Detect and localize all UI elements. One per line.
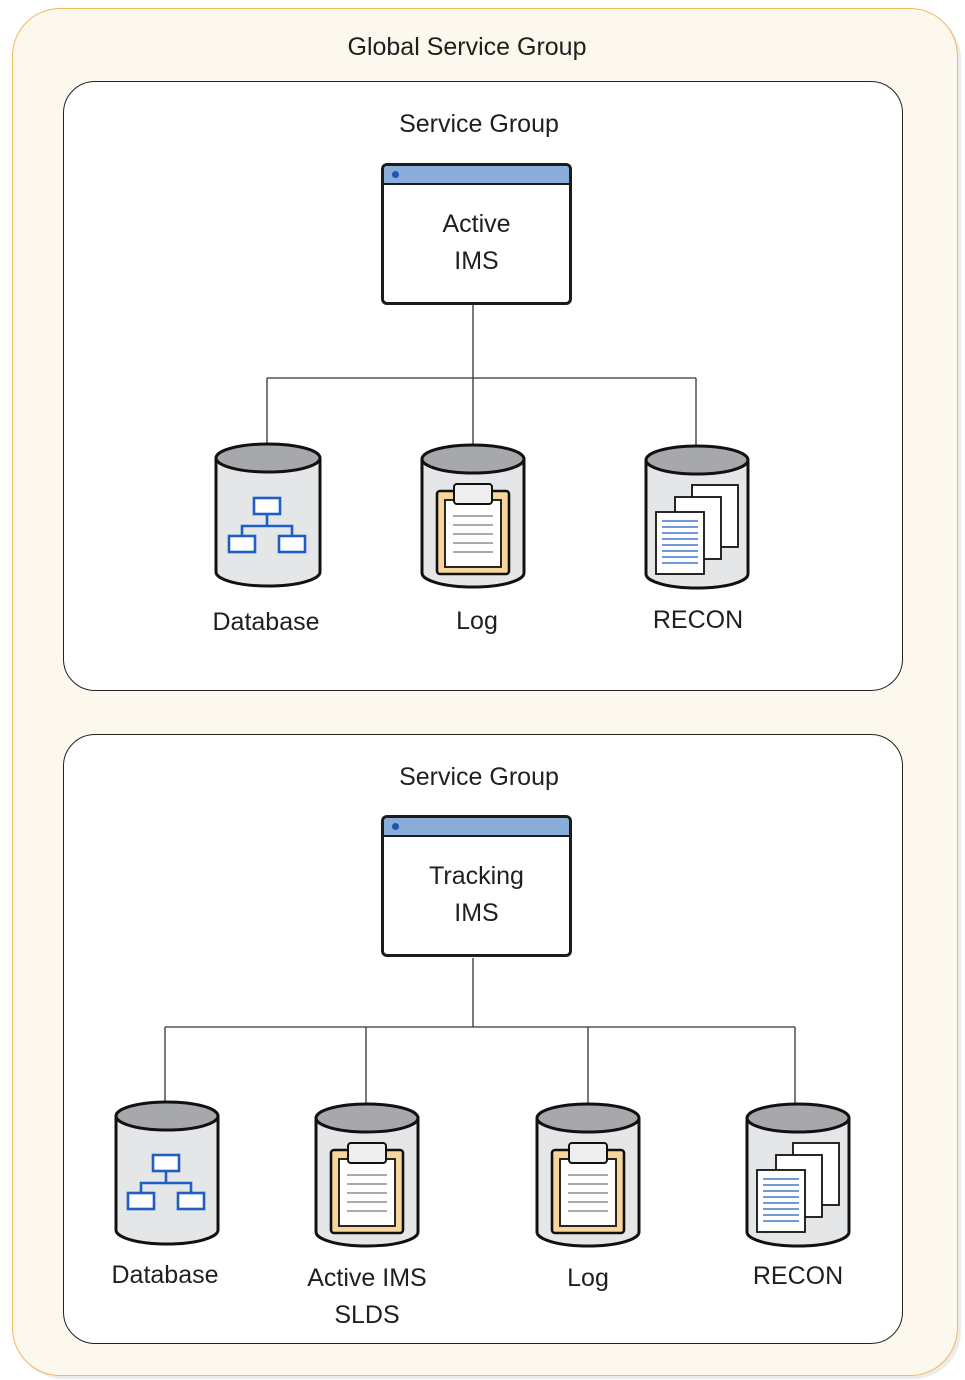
store-label-database: Database: [212, 608, 320, 636]
store-label-slds-line2: SLDS: [334, 1301, 400, 1329]
log-cylinder-icon: [420, 443, 526, 589]
window-titlebar: [384, 818, 569, 837]
database-cylinder-icon: [114, 1100, 220, 1246]
ims-label-line1: Active: [442, 210, 511, 238]
store-label-log: Log: [567, 1264, 609, 1292]
service-group-title: Service Group: [399, 110, 559, 138]
slds-cylinder-icon: [314, 1102, 420, 1248]
tracking-ims-box: Tracking IMS: [381, 815, 572, 957]
ims-label-line2: IMS: [454, 247, 499, 275]
store-label-database: Database: [111, 1261, 219, 1289]
ims-label-line2: IMS: [454, 899, 499, 927]
window-dot-icon: [392, 823, 399, 830]
global-service-group-title: Global Service Group: [347, 33, 587, 61]
window-dot-icon: [392, 171, 399, 178]
window-titlebar: [384, 166, 569, 185]
recon-cylinder-icon: [745, 1102, 851, 1248]
recon-cylinder-icon: [644, 444, 750, 590]
service-group-title: Service Group: [399, 763, 559, 791]
ims-label: Tracking IMS: [384, 858, 569, 932]
store-label-recon: RECON: [752, 1262, 844, 1290]
ims-label-line1: Tracking: [429, 862, 524, 890]
active-ims-box: Active IMS: [381, 163, 572, 305]
database-cylinder-icon: [214, 442, 322, 588]
store-label-log: Log: [456, 607, 498, 635]
store-label-recon: RECON: [652, 606, 744, 634]
log-cylinder-icon: [535, 1102, 641, 1248]
store-label-slds: Active IMS: [307, 1264, 427, 1292]
ims-label: Active IMS: [384, 206, 569, 280]
